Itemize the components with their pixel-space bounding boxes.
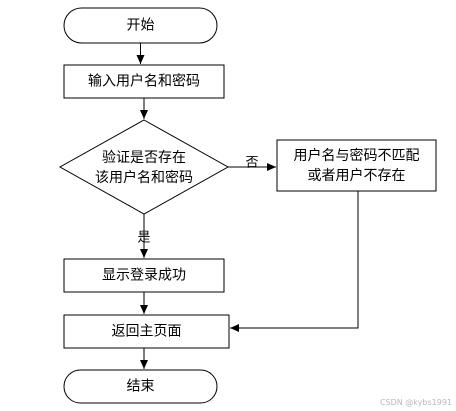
error-message-node: 用户名与密码不匹配 或者用户不存在 bbox=[276, 139, 437, 192]
error-message-label-line2: 或者用户不存在 bbox=[308, 167, 406, 184]
verify-decision-node: 验证是否存在 该用户名和密码 bbox=[58, 119, 230, 215]
input-credentials-label: 输入用户名和密码 bbox=[88, 73, 200, 90]
edge-no-label: 否 bbox=[245, 156, 258, 171]
verify-decision-label-line2: 该用户名和密码 bbox=[95, 169, 193, 186]
return-home-node: 返回主页面 bbox=[63, 314, 230, 349]
error-message-label-line1: 用户名与密码不匹配 bbox=[294, 147, 420, 164]
start-node: 开始 bbox=[63, 7, 218, 44]
watermark-text: CSDN @kybs1991 bbox=[380, 398, 452, 407]
edge-yes-label: 是 bbox=[137, 231, 150, 246]
edge-error-to-return bbox=[230, 191, 359, 332]
login-success-node: 显示登录成功 bbox=[63, 258, 225, 293]
end-node: 结束 bbox=[63, 369, 218, 404]
verify-decision-label-line1: 验证是否存在 bbox=[102, 150, 186, 166]
login-success-label: 显示登录成功 bbox=[102, 268, 186, 284]
start-node-label: 开始 bbox=[127, 18, 155, 34]
end-node-label: 结束 bbox=[127, 379, 155, 395]
return-home-label: 返回主页面 bbox=[112, 324, 182, 340]
input-credentials-node: 输入用户名和密码 bbox=[63, 64, 225, 99]
